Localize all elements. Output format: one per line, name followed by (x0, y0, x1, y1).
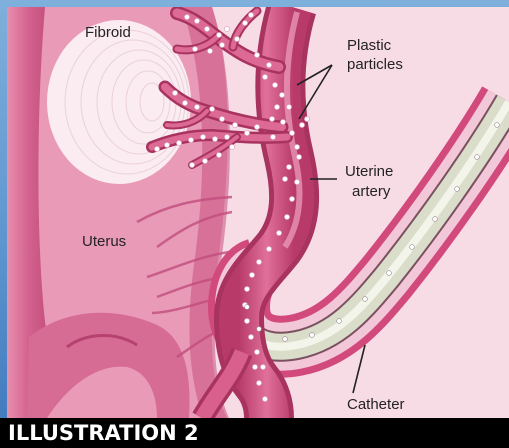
catheter-particle (475, 155, 480, 160)
plastic-particle (232, 122, 237, 127)
plastic-particle (154, 146, 159, 151)
plastic-particle (216, 32, 221, 37)
plastic-particles-label-line1: Plastic (347, 37, 391, 55)
plastic-particle (276, 230, 281, 235)
plastic-particle (266, 246, 271, 251)
uterus-label: Uterus (82, 233, 126, 251)
catheter-label: Catheter (347, 396, 405, 414)
plastic-particle (224, 26, 229, 31)
plastic-particles-label-line2: particles (347, 56, 403, 74)
plastic-particle (282, 176, 287, 181)
plastic-particle (262, 74, 267, 79)
plastic-particle (254, 52, 259, 57)
catheter-particle (455, 187, 460, 192)
plastic-particle (279, 92, 284, 97)
fibroid (47, 20, 191, 184)
plastic-particle (244, 318, 249, 323)
plastic-particle (284, 214, 289, 219)
catheter-particle (495, 123, 500, 128)
plastic-particle (286, 164, 291, 169)
catheter-particle (363, 297, 368, 302)
plastic-particle (189, 162, 194, 167)
plastic-particle (249, 272, 254, 277)
plastic-particle (294, 144, 299, 149)
plastic-particle (256, 259, 261, 264)
plastic-particle (194, 18, 199, 23)
plastic-particle (296, 154, 301, 159)
plastic-particle (176, 140, 181, 145)
catheter-particle (410, 245, 415, 250)
plastic-particle (164, 142, 169, 147)
plastic-particle (294, 179, 299, 184)
plastic-particle (212, 136, 217, 141)
plastic-particle (194, 104, 199, 109)
plastic-particle (280, 119, 285, 124)
figure-caption: ILLUSTRATION 2 (8, 420, 199, 446)
plastic-particle (192, 46, 197, 51)
plastic-particle (234, 36, 239, 41)
plastic-particle (188, 137, 193, 142)
catheter-particle (433, 217, 438, 222)
plastic-particle (244, 130, 249, 135)
plastic-particle (274, 104, 279, 109)
plastic-particle (286, 104, 291, 109)
plastic-particle (172, 90, 177, 95)
plastic-particle (252, 364, 257, 369)
uterine-artery-embolization-illustration: Fibroid Plastic particles Uterine artery… (7, 7, 509, 418)
plastic-particle (254, 124, 259, 129)
plastic-particle (184, 14, 189, 19)
plastic-particle (269, 116, 274, 121)
plastic-particle (299, 122, 304, 127)
plastic-particle (200, 134, 205, 139)
plastic-particle (219, 42, 224, 47)
plastic-particle (289, 196, 294, 201)
plastic-particle (242, 20, 247, 25)
plastic-particle (248, 334, 253, 339)
anatomy-drawing (7, 7, 509, 418)
plastic-particle (289, 130, 294, 135)
plastic-particle (229, 144, 234, 149)
plastic-particle (260, 364, 265, 369)
plastic-particle (207, 48, 212, 53)
plastic-particle (216, 152, 221, 157)
catheter-particle (387, 271, 392, 276)
uterine-artery-label-line2: artery (352, 183, 390, 201)
catheter-particle (245, 305, 250, 310)
catheter-particle (283, 337, 288, 342)
plastic-particle (244, 286, 249, 291)
plastic-particle (254, 349, 259, 354)
plastic-particle (224, 134, 229, 139)
catheter-particle (257, 327, 262, 332)
catheter-particle (310, 333, 315, 338)
plastic-particle (202, 158, 207, 163)
catheter-particle (337, 319, 342, 324)
plastic-particle (262, 396, 267, 401)
uterine-artery-label-line1: Uterine (345, 163, 393, 181)
fibroid-label: Fibroid (85, 24, 131, 42)
plastic-particle (204, 26, 209, 31)
plastic-particle (182, 100, 187, 105)
plastic-particle (209, 106, 214, 111)
plastic-particle (219, 116, 224, 121)
plastic-particle (256, 380, 261, 385)
caption-bar: ILLUSTRATION 2 (0, 418, 509, 448)
plastic-particle (304, 116, 309, 121)
plastic-particle (266, 62, 271, 67)
plastic-particle (248, 12, 253, 17)
plastic-particle (272, 82, 277, 87)
plastic-particle (270, 134, 275, 139)
